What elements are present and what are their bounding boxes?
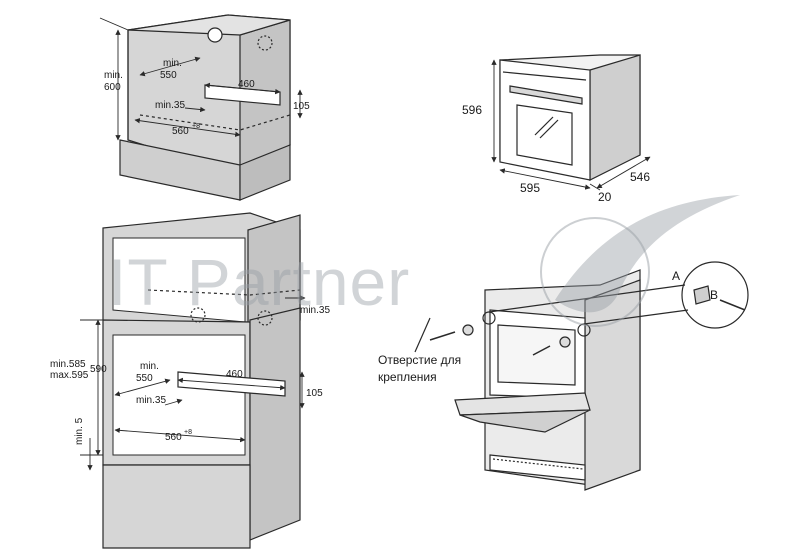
- bottom-opening-width: 460: [226, 369, 243, 380]
- mounting-hole-label-1: Отверстие для: [378, 353, 461, 367]
- top-depth-label-2: 550: [160, 70, 177, 81]
- oven-depth: 546: [630, 170, 650, 184]
- oven-width: 595: [520, 181, 540, 195]
- bottom-inner-width-tol: +8: [184, 429, 192, 436]
- bottom-height-nominal: 590: [90, 364, 107, 375]
- bottom-inner-width: 560: [165, 432, 182, 443]
- bottom-depth-label-1: min.: [140, 361, 159, 372]
- oven-dimension-lines: [491, 59, 651, 191]
- top-height-label-2: 600: [104, 82, 121, 93]
- oven-height: 596: [462, 103, 482, 117]
- top-opening-height: 105: [293, 101, 310, 112]
- bottom-height-max: max.595: [50, 370, 89, 381]
- watermark-text: IT Partner: [108, 245, 410, 319]
- bottom-bottom-gap: min. 5: [74, 417, 85, 445]
- oven-drawing: [499, 54, 641, 181]
- bottom-depth-label-2: 550: [136, 373, 153, 384]
- mounting-part-a: A: [672, 269, 680, 283]
- watermark-logo: [540, 195, 740, 327]
- mounting-hole-label-2: крепления: [378, 370, 437, 384]
- bottom-cabinet-dimension-lines: [80, 295, 306, 471]
- top-inner-width-tol: +8: [192, 123, 200, 130]
- top-height-label-1: min.: [104, 70, 123, 81]
- bottom-top-gap: min.35: [300, 305, 330, 316]
- bottom-height-min: min.585: [50, 359, 86, 370]
- mounting-drawing: [414, 261, 749, 491]
- oven-front: 20: [598, 190, 612, 204]
- top-depth-label-1: min.: [163, 58, 182, 69]
- top-inner-width: 560: [172, 126, 189, 137]
- bottom-side-gap: min.35: [136, 395, 166, 406]
- bottom-opening-height: 105: [306, 388, 323, 399]
- top-opening-width: 460: [238, 79, 255, 90]
- top-cabinet: [119, 14, 291, 201]
- mounting-part-b: B: [710, 288, 718, 302]
- top-cabinet-dimension-lines: [99, 17, 303, 141]
- top-side-gap: min.35: [155, 100, 185, 111]
